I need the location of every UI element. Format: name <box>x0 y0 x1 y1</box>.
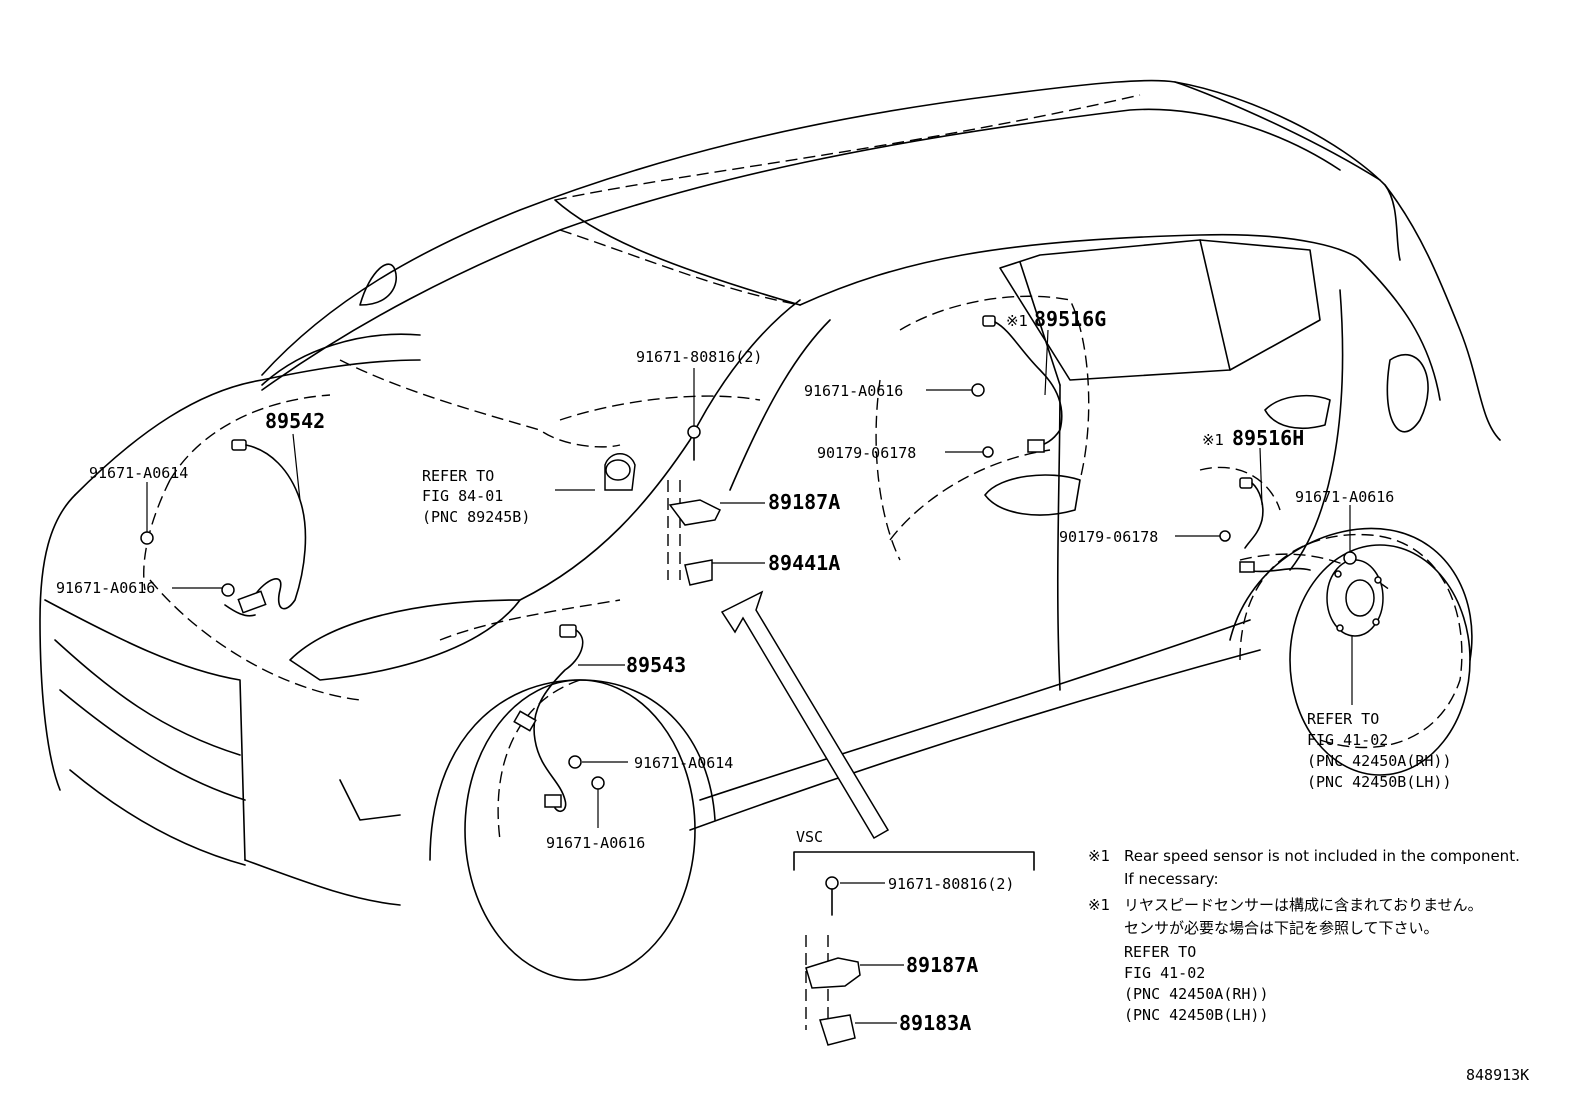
callout-91671-A0616-left: 91671-A0616 <box>56 579 155 597</box>
vsc-inset: VSC 91671-80816(2) 89187A 89183A <box>793 828 1035 1046</box>
callout-91671-A0616-mid: 91671-A0616 <box>804 382 903 400</box>
note-ja-line2: センサが必要な場合は下記を参照して下さい。 <box>1124 919 1439 937</box>
callout-91671-A0614-left: 91671-A0614 <box>89 464 188 482</box>
footnotes: ※1 Rear speed sensor is not included in … <box>1088 847 1520 1024</box>
callout-91671-80816: 91671-80816(2) <box>636 348 762 366</box>
svg-text:(PNC 42450B(LH)): (PNC 42450B(LH)) <box>1307 773 1452 791</box>
vsc-sensor: 89183A <box>899 1011 971 1035</box>
callout-mark-89516G: ※1 <box>1006 312 1028 330</box>
callout-90179-06178-mid: 90179-06178 <box>817 444 916 462</box>
callout-89543: 89543 <box>626 653 686 677</box>
refer-fig-84-01: REFER TO FIG 84-01 (PNC 89245B) <box>422 467 530 526</box>
airbag-sensor-part <box>604 453 636 491</box>
callout-89542: 89542 <box>265 409 325 433</box>
callout-mark-89516H: ※1 <box>1202 431 1224 449</box>
svg-text:REFER TO: REFER TO <box>1307 710 1379 728</box>
leader-lines <box>146 329 1353 828</box>
svg-text:FIG 41-02: FIG 41-02 <box>1124 964 1205 982</box>
svg-text:FIG 41-02: FIG 41-02 <box>1307 731 1388 749</box>
callout-91671-A0616-rear: 91671-A0616 <box>1295 488 1394 506</box>
callout-91671-A0616-front: 91671-A0616 <box>546 834 645 852</box>
note-en-line2: If necessary: <box>1124 870 1219 888</box>
callouts: 89542 89543 ※1 89516G ※1 89516H 89187A 8… <box>56 307 1394 852</box>
svg-text:FIG 84-01: FIG 84-01 <box>422 487 503 505</box>
rear-hub-assembly <box>1326 559 1384 637</box>
callout-89516G: 89516G <box>1034 307 1106 331</box>
yaw-rate-sensor-bracket <box>667 425 722 586</box>
rear-left-speed-sensor <box>1239 477 1311 573</box>
car-body-outline <box>39 79 1501 981</box>
rear-right-speed-sensor <box>982 315 1063 453</box>
note-ja-line1: リヤスピードセンサーは構成に含まれておりません。 <box>1124 896 1483 914</box>
figure-id: 848913K <box>1466 1066 1529 1084</box>
svg-text:REFER TO: REFER TO <box>1124 943 1196 961</box>
small-fasteners <box>140 383 1357 790</box>
svg-text:(PNC 42450A(RH)): (PNC 42450A(RH)) <box>1307 752 1452 770</box>
svg-text:※1: ※1 <box>1088 896 1110 914</box>
hidden-lines <box>143 94 1391 841</box>
front-left-speed-sensor <box>224 439 307 617</box>
svg-text:(PNC 42450A(RH)): (PNC 42450A(RH)) <box>1124 985 1269 1003</box>
svg-text:※1: ※1 <box>1088 847 1110 865</box>
vsc-bolt: 91671-80816(2) <box>888 875 1014 893</box>
callout-89441A: 89441A <box>768 551 840 575</box>
callout-90179-06178-rear: 90179-06178 <box>1059 528 1158 546</box>
callout-89516H: 89516H <box>1232 426 1304 450</box>
note-en-line1: Rear speed sensor is not included in the… <box>1124 847 1520 865</box>
refer-fig-41-02: REFER TO FIG 41-02 (PNC 42450A(RH)) (PNC… <box>1307 710 1452 791</box>
vsc-bracket: 89187A <box>906 953 978 977</box>
callout-89187A: 89187A <box>768 490 840 514</box>
svg-text:(PNC 42450B(LH)): (PNC 42450B(LH)) <box>1124 1006 1269 1024</box>
direction-arrow <box>720 590 890 840</box>
svg-text:REFER TO: REFER TO <box>422 467 494 485</box>
svg-text:(PNC 89245B): (PNC 89245B) <box>422 508 530 526</box>
vsc-title: VSC <box>796 828 823 846</box>
callout-91671-A0614-front: 91671-A0614 <box>634 754 733 772</box>
front-right-speed-sensor <box>513 624 584 812</box>
